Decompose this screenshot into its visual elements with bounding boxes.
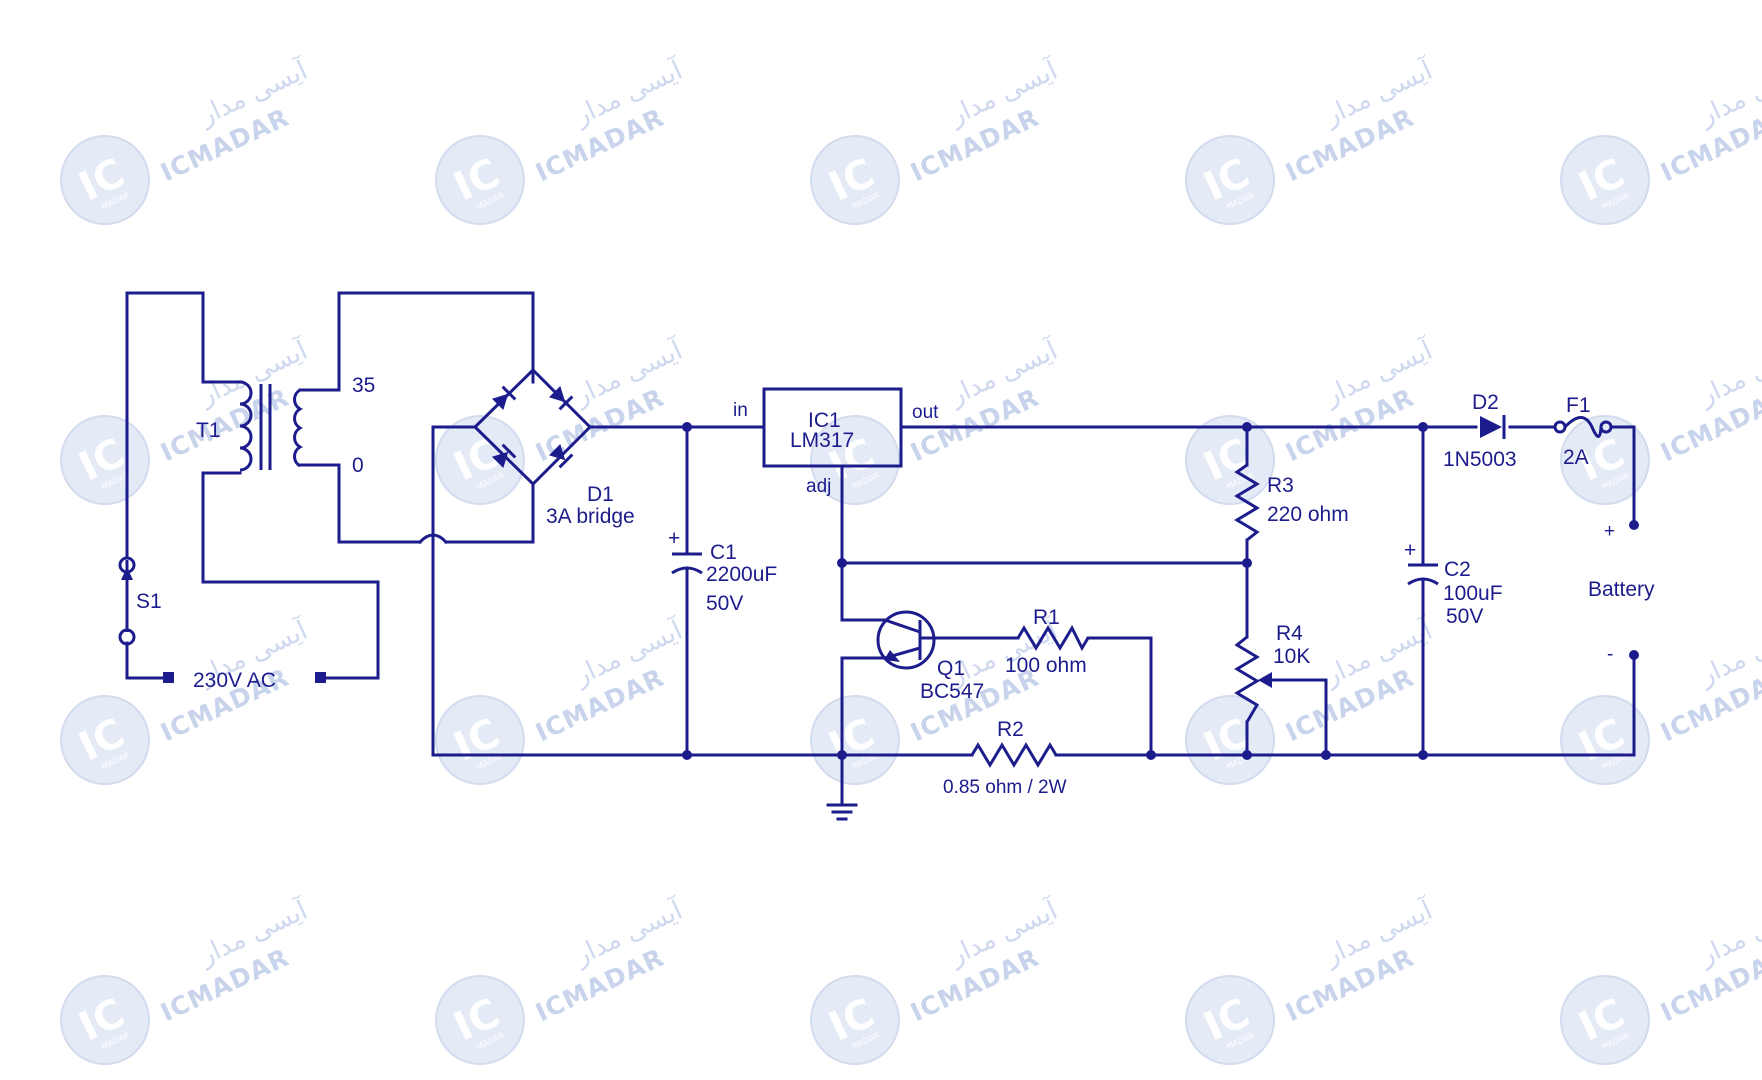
resistor-r1: R1 100 ohm: [1005, 606, 1090, 677]
c1-value: 2200uF: [706, 563, 777, 586]
f1-value: 2A: [1563, 446, 1589, 469]
transformer-t1: T1 35 0: [196, 374, 375, 477]
d2-ref: D2: [1472, 391, 1499, 414]
ac-source: 230V AC: [163, 669, 326, 692]
c1-polarity: +: [668, 527, 680, 550]
t1-tap-high: 35: [352, 374, 375, 397]
capacitor-c2: + C2 100uF 50V: [1404, 539, 1503, 628]
battery-plus: +: [1604, 521, 1615, 542]
battery-label: Battery: [1588, 578, 1655, 601]
regulator-ic1: IC1 LM317 in out adj: [733, 387, 939, 497]
r4-ref: R4: [1276, 622, 1303, 645]
diode-d2: D2 1N5003: [1443, 391, 1517, 471]
potentiometer-r4: R4 10K: [1234, 622, 1310, 723]
f1-ref: F1: [1566, 394, 1591, 417]
ic1-pin-out: out: [912, 402, 939, 423]
junction-dots: [682, 422, 1639, 760]
t1-tap-low: 0: [352, 454, 364, 477]
q1-part: BC547: [920, 680, 984, 703]
ic1-pin-adj: adj: [806, 476, 831, 497]
c2-ref: C2: [1444, 558, 1471, 581]
capacitor-c1: + C1 2200uF 50V: [668, 527, 777, 615]
c2-value: 100uF: [1443, 582, 1503, 605]
r2-value: 0.85 ohm / 2W: [943, 777, 1067, 798]
ic1-pin-in: in: [733, 400, 748, 421]
resistor-r2: R2 0.85 ohm / 2W: [943, 718, 1067, 798]
r1-ref: R1: [1033, 606, 1060, 629]
ic1-ref: IC1: [808, 409, 841, 432]
resistor-r3: R3 220 ohm: [1234, 463, 1349, 542]
ac-source-label: 230V AC: [193, 669, 276, 692]
battery-minus: -: [1607, 644, 1613, 665]
d2-part: 1N5003: [1443, 448, 1517, 471]
d1-value: 3A bridge: [546, 505, 635, 528]
c2-voltage: 50V: [1446, 605, 1483, 628]
r1-value: 100 ohm: [1005, 654, 1087, 677]
switch-s1: S1: [118, 556, 162, 646]
ic1-part: LM317: [790, 429, 854, 452]
r3-value: 220 ohm: [1267, 503, 1349, 526]
c2-polarity: +: [1404, 539, 1416, 562]
battery: + Battery -: [1588, 521, 1655, 665]
r2-ref: R2: [997, 718, 1024, 741]
s1-label: S1: [136, 590, 162, 613]
d1-label: D1: [587, 483, 614, 506]
c1-voltage: 50V: [706, 592, 743, 615]
q1-ref: Q1: [937, 657, 965, 680]
c1-ref: C1: [710, 541, 737, 564]
r4-value: 10K: [1273, 645, 1310, 668]
fuse-f1: F1 2A: [1553, 394, 1613, 469]
bridge-rectifier-d1: D1 3A bridge: [472, 367, 635, 528]
t1-label: T1: [196, 419, 221, 442]
r3-ref: R3: [1267, 474, 1294, 497]
transistor-q1: Q1 BC547: [876, 610, 984, 703]
